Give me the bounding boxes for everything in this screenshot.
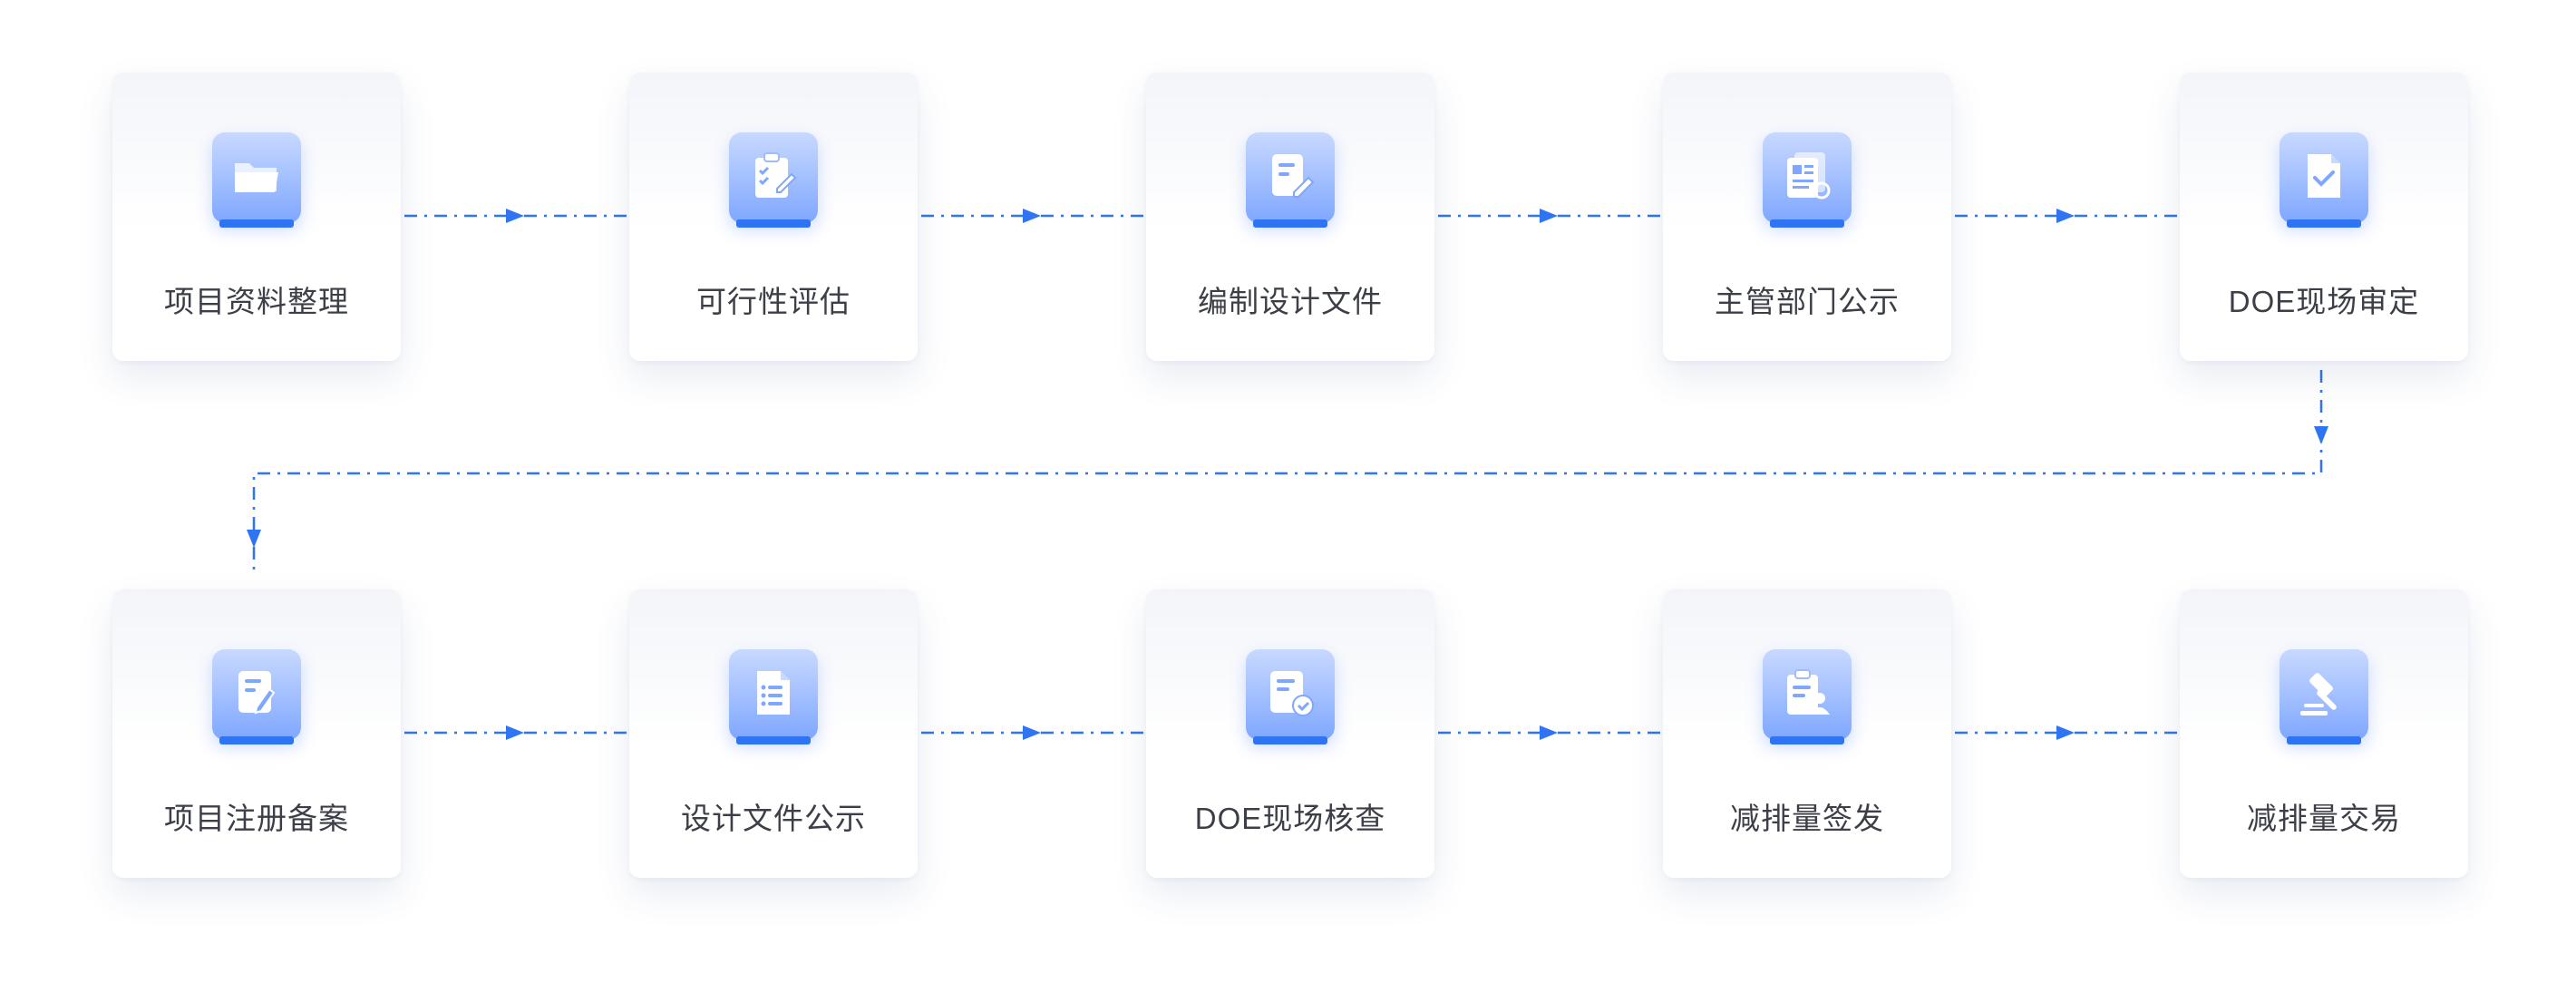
arrow-7-8 [1023,725,1041,740]
connector-5-6 [252,370,2323,577]
step-card-1: 项目资料整理 [112,73,401,361]
arrow-4-5 [2056,209,2075,223]
document-list-icon [724,646,823,745]
arrow-6-7 [506,725,524,740]
clipboard-check-icon [724,129,823,229]
step-label-7: 设计文件公示 [681,802,866,835]
step-label-5: DOE现场审定 [2228,285,2420,318]
step-card-6: 项目注册备案 [112,589,401,878]
step-card-5: DOE现场审定 [2180,73,2468,361]
step-label-2: 可行性评估 [696,285,851,318]
step-card-8: DOE现场核查 [1146,589,1434,878]
step-card-4: 主管部门公示 [1663,73,1951,361]
arrow-3-4 [1540,209,1558,223]
step-label-3: 编制设计文件 [1198,285,1383,318]
step-label-8: DOE现场核查 [1194,802,1386,835]
document-edit-icon [1240,129,1340,229]
document-check-icon [2274,129,2374,229]
arrow-9-10 [2056,725,2075,740]
step-label-10: 减排量交易 [2247,802,2401,835]
arrow-8-9 [1540,725,1558,740]
step-label-6: 项目注册备案 [164,802,349,835]
step-label-9: 减排量签发 [1730,802,1884,835]
step-card-2: 可行性评估 [629,73,918,361]
step-card-10: 减排量交易 [2180,589,2468,878]
document-pen-icon [207,646,306,745]
clipboard-user-icon [1757,646,1857,745]
step-card-7: 设计文件公示 [629,589,918,878]
arrow-6-down [247,530,261,548]
arrow-2-3 [1023,209,1041,223]
document-stack-icon [1757,129,1857,229]
document-badge-icon [1240,646,1340,745]
step-card-3: 编制设计文件 [1146,73,1434,361]
step-label-1: 项目资料整理 [164,285,349,318]
arrow-1-2 [506,209,524,223]
step-label-4: 主管部门公示 [1715,285,1900,318]
folder-icon [207,129,306,229]
arrow-5-down [2314,426,2328,444]
gavel-icon [2274,646,2374,745]
step-card-9: 减排量签发 [1663,589,1951,878]
